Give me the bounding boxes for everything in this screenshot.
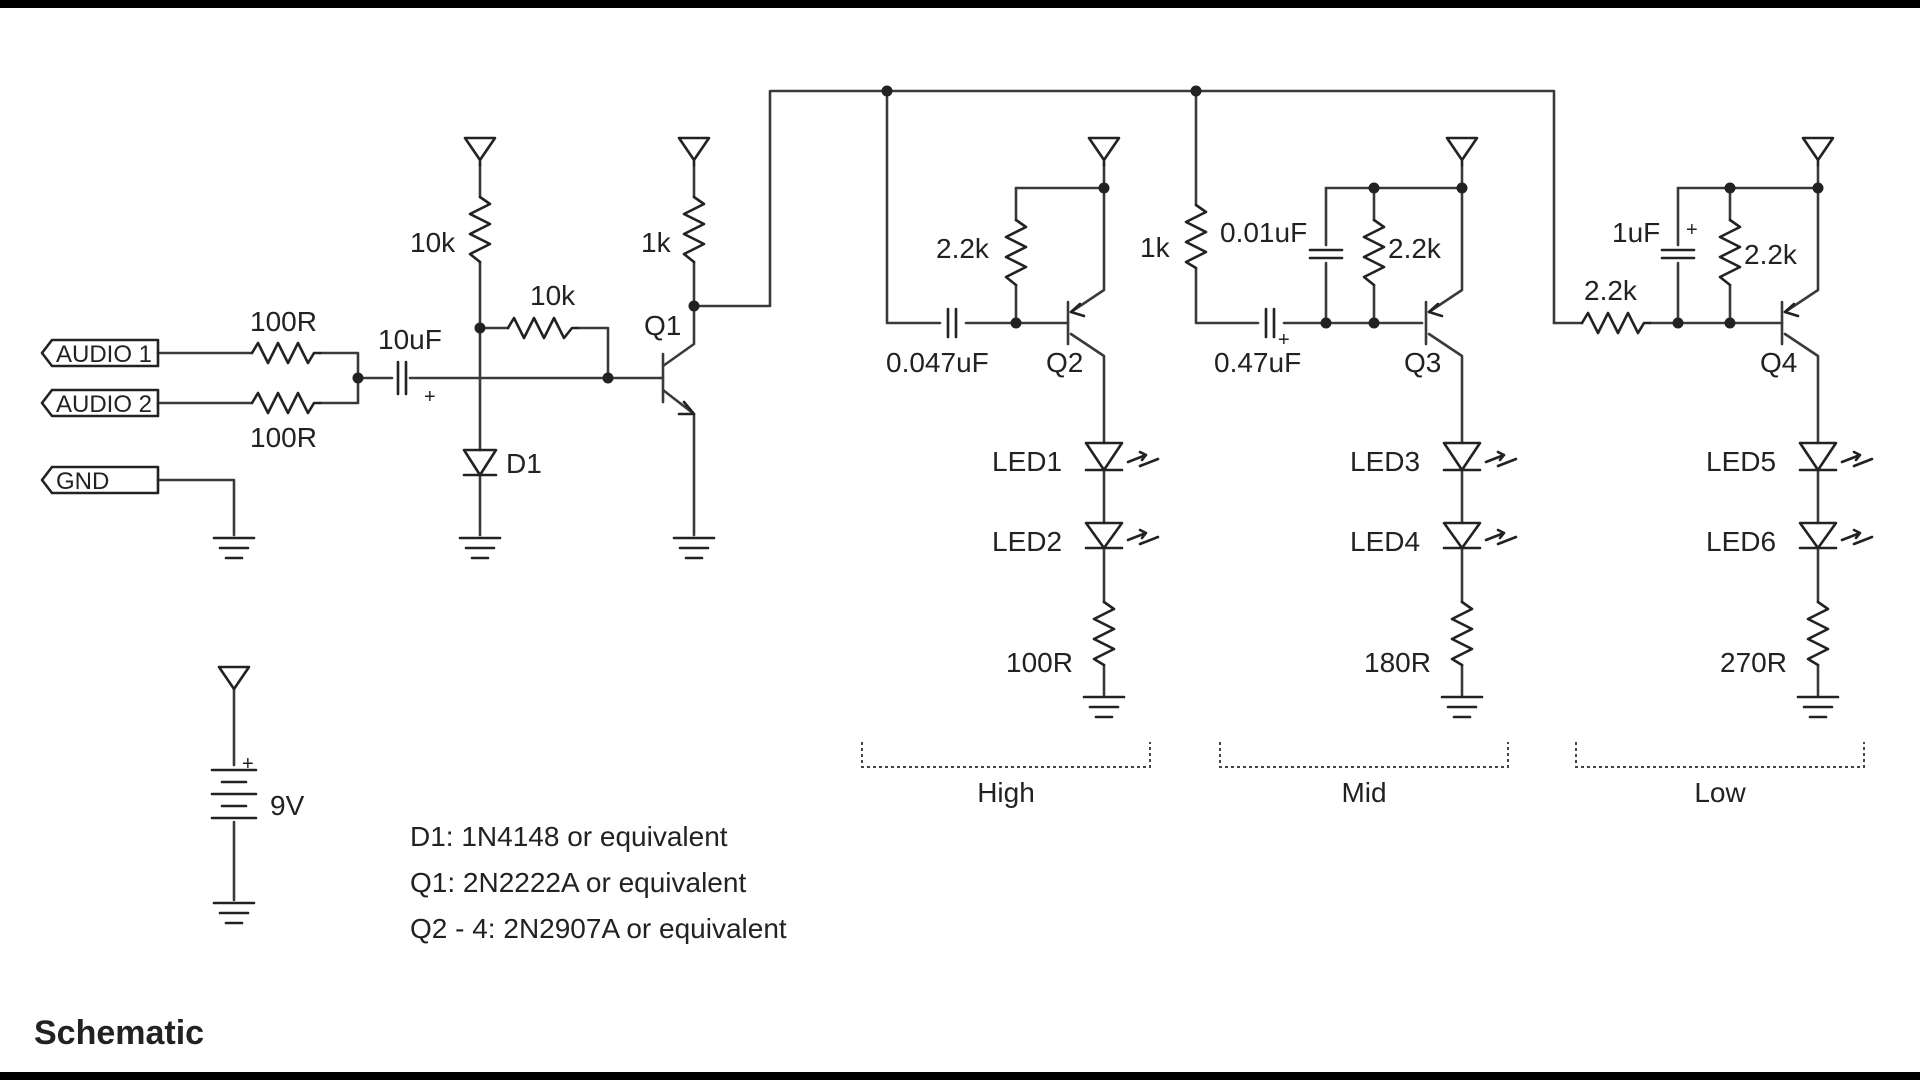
ground-symbol bbox=[1082, 695, 1126, 719]
band-brackets: High Mid Low bbox=[861, 742, 1865, 808]
ground-symbols bbox=[212, 536, 1840, 925]
label-c-in-polarity: + bbox=[424, 386, 436, 408]
ground-symbol bbox=[672, 536, 716, 560]
connector-audio-2: AUDIO 2 bbox=[40, 388, 160, 418]
ground-symbol bbox=[1796, 695, 1840, 719]
resistor-audio-1 bbox=[250, 341, 322, 365]
band-label-low: Low bbox=[1694, 777, 1746, 808]
label-led3: LED3 bbox=[1350, 446, 1420, 477]
label-led4: LED4 bbox=[1350, 526, 1420, 557]
capacitor-mid-filter bbox=[1308, 248, 1344, 260]
supply-symbol bbox=[463, 136, 497, 167]
label-mid-cap-filter: 0.01uF bbox=[1220, 217, 1307, 248]
connector-gnd: GND bbox=[40, 465, 160, 495]
label-c-in: 10uF bbox=[378, 324, 442, 355]
label-mid-r-led: 180R bbox=[1364, 647, 1431, 678]
label-led5: LED5 bbox=[1706, 446, 1776, 477]
label-r-audio-1: 100R bbox=[250, 306, 317, 337]
label-high-r-led: 100R bbox=[1006, 647, 1073, 678]
resistors bbox=[250, 195, 1830, 667]
supply-symbol bbox=[217, 665, 251, 691]
capacitor-mid-coupling bbox=[1264, 307, 1276, 339]
led-2 bbox=[1084, 521, 1160, 550]
capacitor-low-filter bbox=[1660, 248, 1696, 260]
resistor-high-base bbox=[1004, 218, 1028, 287]
leds bbox=[1084, 441, 1874, 550]
label-mid-cap-polarity: + bbox=[1278, 329, 1290, 351]
label-r-collector: 1k bbox=[641, 227, 672, 258]
connector-audio-2-label: AUDIO 2 bbox=[56, 391, 152, 418]
resistor-low-base bbox=[1718, 218, 1742, 287]
led-1 bbox=[1084, 441, 1160, 472]
note-q2-4: Q2 - 4: 2N2907A or equivalent bbox=[410, 913, 787, 944]
ground-symbol bbox=[458, 536, 502, 560]
band-label-high: High bbox=[977, 777, 1035, 808]
supply-symbols bbox=[217, 136, 1835, 691]
label-q2: Q2 bbox=[1046, 347, 1083, 378]
note-q1: Q1: 2N2222A or equivalent bbox=[410, 867, 746, 898]
connector-audio-1: AUDIO 1 bbox=[40, 338, 160, 368]
label-high-cap: 0.047uF bbox=[886, 347, 989, 378]
canvas bbox=[0, 8, 1920, 1072]
junctions bbox=[352, 85, 1824, 384]
supply-symbol bbox=[1445, 136, 1479, 167]
component-labels: 100R 100R 10uF + 10k 10k D1 1k Q1 2.2k 0… bbox=[242, 217, 1798, 821]
transistor-arrows bbox=[677, 302, 1800, 416]
battery-9v bbox=[210, 768, 258, 820]
label-r-bias-top: 10k bbox=[410, 227, 456, 258]
led-4 bbox=[1442, 521, 1518, 550]
resistor-mid-input bbox=[1184, 203, 1208, 270]
resistor-audio-2 bbox=[250, 391, 322, 415]
note-d1: D1: 1N4148 or equivalent bbox=[410, 821, 728, 852]
label-low-r-base: 2.2k bbox=[1744, 239, 1798, 270]
resistor-bias-top bbox=[468, 195, 492, 264]
diode-d1 bbox=[462, 448, 498, 477]
supply-symbol bbox=[1801, 136, 1835, 167]
resistor-bias-feedback bbox=[506, 316, 580, 340]
connector-audio-1-label: AUDIO 1 bbox=[56, 341, 152, 368]
capacitor-input bbox=[396, 360, 408, 396]
ground-symbol bbox=[212, 536, 256, 560]
resistor-collector-q1 bbox=[682, 195, 706, 264]
figure-caption: Schematic bbox=[34, 1014, 204, 1052]
label-d1: D1 bbox=[506, 448, 542, 479]
resistor-mid-base bbox=[1362, 218, 1386, 287]
component-notes: D1: 1N4148 or equivalent Q1: 2N2222A or … bbox=[410, 821, 787, 944]
label-r-bias-feedback: 10k bbox=[530, 280, 576, 311]
label-low-r-input: 2.2k bbox=[1584, 275, 1638, 306]
led-5 bbox=[1798, 441, 1874, 472]
label-led2: LED2 bbox=[992, 526, 1062, 557]
label-mid-r-input: 1k bbox=[1140, 232, 1171, 263]
label-low-r-led: 270R bbox=[1720, 647, 1787, 678]
led-3 bbox=[1442, 441, 1518, 472]
ground-symbol bbox=[212, 901, 256, 925]
resistor-mid-led bbox=[1450, 600, 1474, 667]
label-led6: LED6 bbox=[1706, 526, 1776, 557]
capacitor-high bbox=[946, 307, 958, 339]
label-q1: Q1 bbox=[644, 310, 681, 341]
label-r-audio-2: 100R bbox=[250, 422, 317, 453]
resistor-high-led bbox=[1092, 600, 1116, 667]
ground-symbol bbox=[1440, 695, 1484, 719]
label-battery-polarity: + bbox=[242, 753, 254, 775]
wires bbox=[156, 89, 1820, 902]
resistor-low-input bbox=[1580, 311, 1652, 335]
resistor-low-led bbox=[1806, 600, 1830, 667]
label-mid-cap: 0.47uF bbox=[1214, 347, 1301, 378]
band-label-mid: Mid bbox=[1341, 777, 1386, 808]
label-q3: Q3 bbox=[1404, 347, 1441, 378]
label-mid-r-base: 2.2k bbox=[1388, 233, 1442, 264]
supply-symbol bbox=[1087, 136, 1121, 167]
supply-symbol bbox=[677, 136, 711, 167]
label-q4: Q4 bbox=[1760, 347, 1797, 378]
label-led1: LED1 bbox=[992, 446, 1062, 477]
led-6 bbox=[1798, 521, 1874, 550]
capacitors bbox=[396, 248, 1696, 396]
label-low-cap-polarity: + bbox=[1686, 219, 1698, 241]
label-low-cap-filter: 1uF bbox=[1612, 217, 1660, 248]
label-high-r-base: 2.2k bbox=[936, 233, 990, 264]
connector-gnd-label: GND bbox=[56, 468, 109, 495]
label-battery: 9V bbox=[270, 790, 305, 821]
